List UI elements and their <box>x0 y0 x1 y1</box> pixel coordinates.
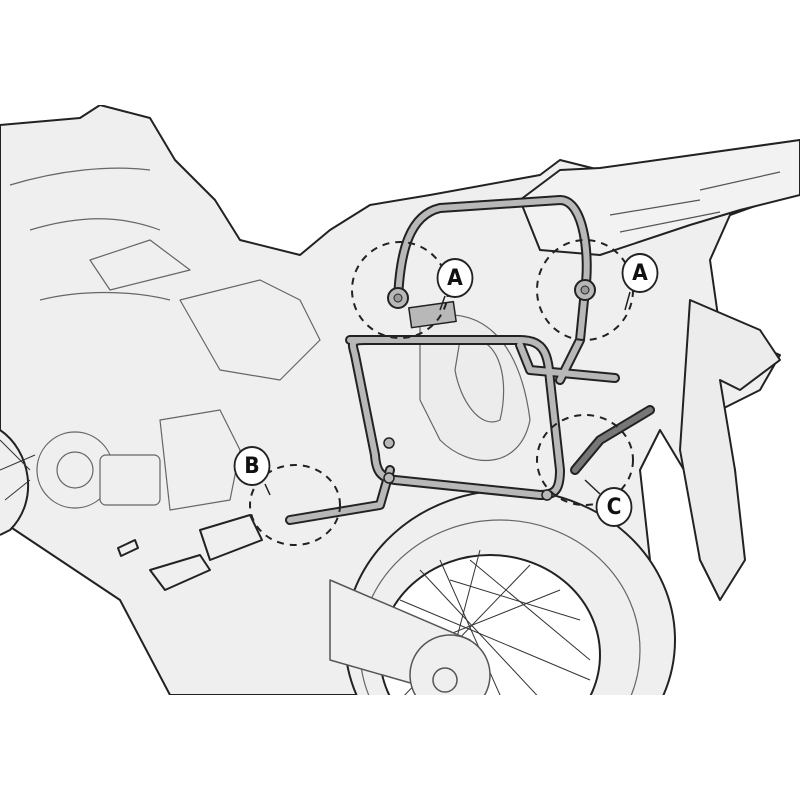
exhaust <box>419 314 531 462</box>
pannier-rack <box>285 195 655 525</box>
leader-lines <box>264 291 631 496</box>
callout-b: B <box>233 446 271 486</box>
rear-fender <box>679 299 781 601</box>
front-wheel <box>0 429 30 536</box>
callout-a-rear: A <box>621 253 659 293</box>
footpeg <box>149 554 211 591</box>
callout-c: C <box>595 487 633 527</box>
tail-section <box>519 139 800 256</box>
callout-a-front: A <box>436 258 474 298</box>
